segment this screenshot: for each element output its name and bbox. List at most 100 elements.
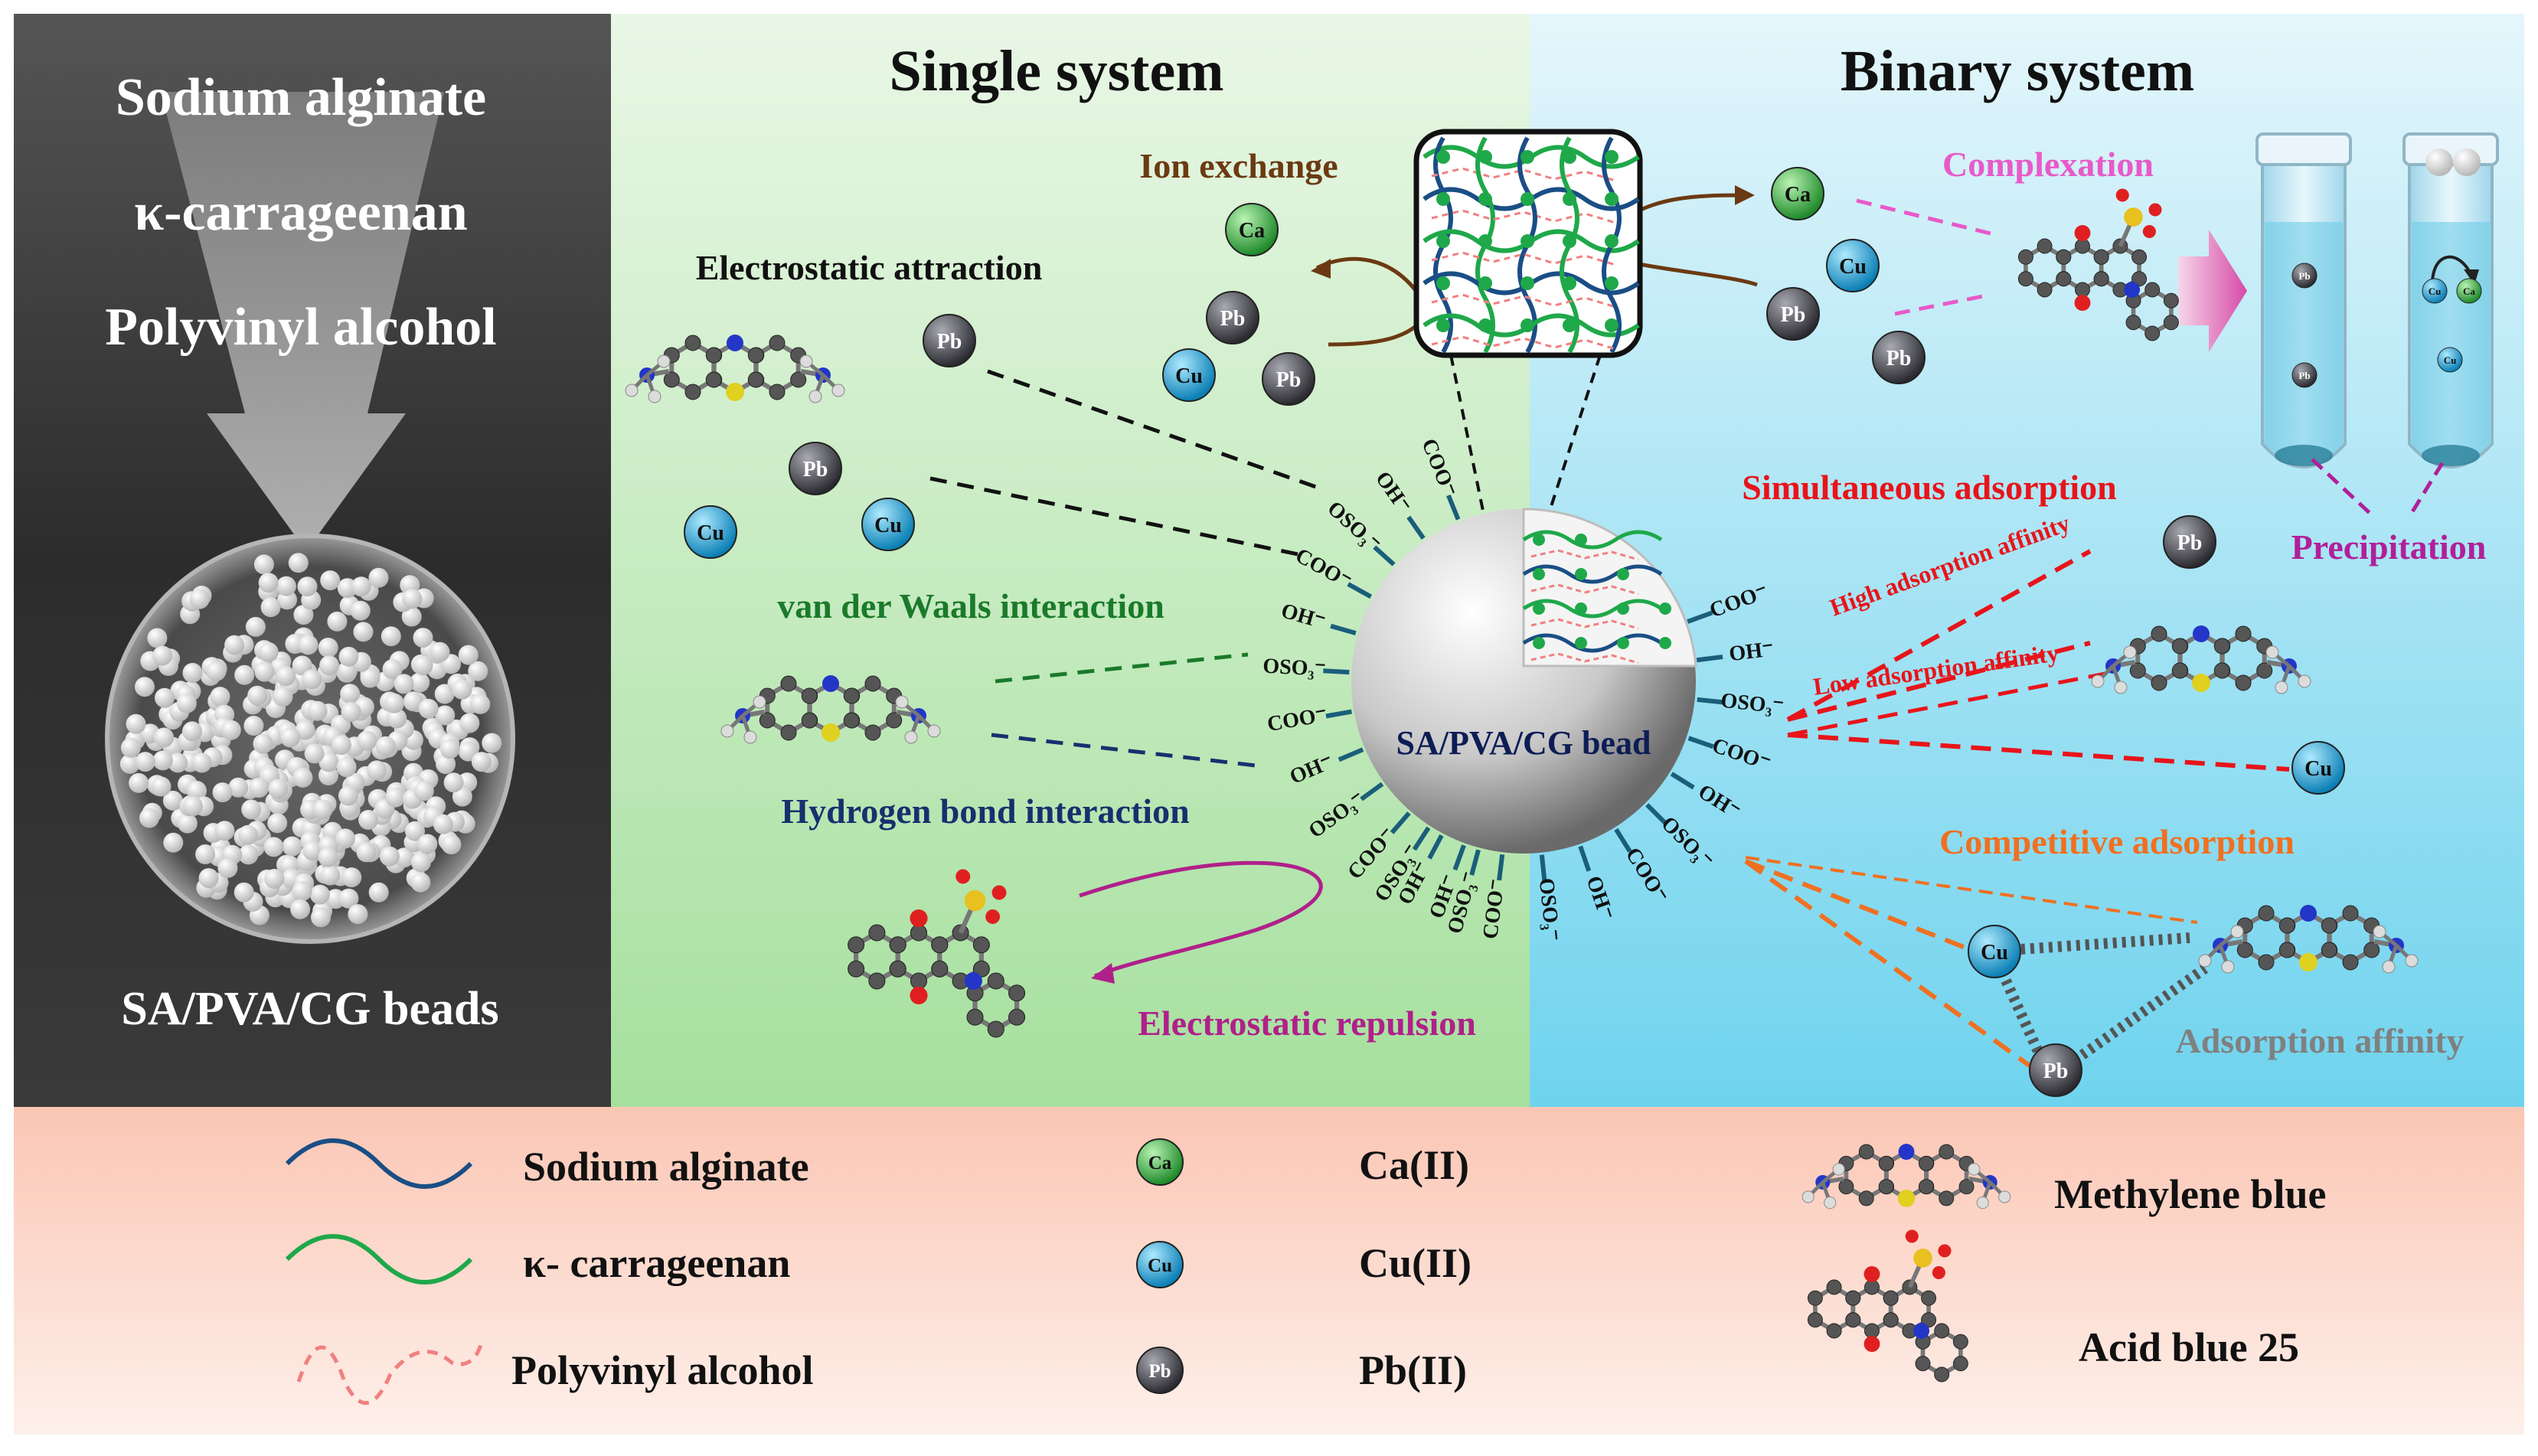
atom	[2258, 954, 2275, 971]
crosslink-node	[1605, 150, 1619, 164]
atom	[780, 675, 797, 692]
complexation-line-pb	[1894, 292, 1991, 316]
functional-group-stick	[1578, 845, 1592, 872]
bead-node	[1575, 568, 1587, 580]
functional-group-stick	[1338, 747, 1364, 762]
pb-ion	[1766, 287, 1820, 341]
dish-bead	[292, 767, 313, 788]
dish-bead	[119, 753, 140, 774]
cu-ion	[1162, 348, 1216, 402]
dish-bead	[430, 641, 450, 662]
bead-label: SA/PVA/CG bead	[1396, 724, 1651, 762]
competitive-line-mb	[1745, 856, 2198, 924]
sulfur-atom	[2192, 674, 2210, 692]
atom	[2151, 625, 2167, 642]
dish-bead	[126, 713, 146, 734]
atom	[2125, 315, 2141, 331]
oxygen-atom	[1863, 1336, 1880, 1353]
dish-bead	[217, 857, 238, 878]
dish-bead	[129, 772, 149, 793]
pb-ion	[1136, 1347, 1184, 1394]
hydrogen-atom	[2265, 645, 2279, 659]
hydrogen-atom	[2198, 954, 2212, 968]
dish-bead	[152, 645, 173, 666]
cu-ion	[2437, 347, 2463, 373]
legend-sodium-alginate: Sodium alginate	[523, 1144, 809, 1190]
low-affinity-line-2	[1787, 671, 2106, 737]
dish-bead	[298, 635, 318, 655]
atom	[1008, 984, 1026, 1002]
ca-ion-symbol: Ca	[2463, 286, 2475, 297]
oxygen-atom	[2142, 224, 2156, 239]
dish-bead	[238, 844, 259, 865]
atom	[966, 1008, 984, 1026]
oxygen-atom	[991, 885, 1007, 900]
dish-bead	[182, 663, 203, 683]
atom	[684, 384, 701, 400]
dish-bead	[443, 772, 464, 793]
dish-bead	[214, 821, 235, 841]
cu-ion	[1136, 1241, 1184, 1288]
single-system-bg	[611, 14, 1530, 1107]
dish-bead	[191, 752, 212, 773]
pb-ion	[789, 442, 842, 495]
atom	[2144, 325, 2161, 341]
functional-group-stick	[1645, 803, 1668, 825]
atom	[2258, 905, 2275, 922]
sulfur-atom	[2124, 207, 2143, 227]
high-affinity-line	[1786, 549, 2092, 722]
functional-group-stick	[1614, 828, 1632, 853]
oxygen-atom	[955, 869, 971, 884]
crosslink-node	[1605, 276, 1619, 290]
atom	[2037, 238, 2053, 254]
hydrogen-atom	[2382, 960, 2396, 974]
pb-ion	[2291, 263, 2318, 289]
beads-caption: SA/PVA/CG beads	[121, 983, 498, 1035]
crosslink-node	[1478, 318, 1492, 332]
dish-bead	[249, 778, 269, 798]
hydrogen-atom	[799, 354, 813, 368]
dish-bead	[350, 600, 371, 621]
oxygen-atom	[2115, 188, 2129, 202]
atom	[2342, 905, 2359, 922]
pva-legend-line	[296, 1339, 485, 1405]
atom	[801, 712, 818, 729]
atom	[801, 687, 818, 704]
dish-bead	[401, 606, 422, 627]
dish-bead	[307, 700, 328, 721]
dish-bead	[293, 605, 314, 625]
functional-group-stick	[1670, 772, 1695, 790]
cu-ion-symbol: Cu	[2429, 286, 2442, 297]
van-der-waals-label: van der Waals interaction	[777, 586, 1164, 625]
sulfur-atom	[2299, 953, 2318, 971]
dish-bead	[351, 576, 371, 597]
atom	[1008, 1008, 1026, 1026]
atom	[910, 972, 928, 990]
atom	[931, 936, 949, 954]
functional-group-stick	[1687, 610, 1713, 624]
dish-bead	[234, 664, 255, 685]
atom	[1934, 1366, 1950, 1383]
cu-ion	[2422, 278, 2448, 304]
legend-pva: Polyvinyl alcohol	[511, 1347, 814, 1393]
dish-bead	[410, 852, 431, 873]
oxygen-atom	[2074, 224, 2091, 241]
dish-bead	[410, 672, 430, 693]
low-affinity-line-1	[1787, 641, 2091, 722]
dish-bead	[234, 882, 254, 903]
cu-ion-symbol: Cu	[1981, 941, 2008, 965]
hydrogen-atom	[904, 730, 918, 744]
atom	[780, 724, 797, 741]
adsorption-affinity-label: Adsorption affinity	[2176, 1021, 2465, 1060]
hydrogen-atom	[2298, 674, 2311, 688]
dish-bead	[367, 760, 387, 781]
dish-bead	[384, 693, 404, 713]
functional-group-stick	[1452, 844, 1466, 871]
atom	[2017, 271, 2033, 287]
oxygen-atom	[1863, 1265, 1880, 1282]
atom	[769, 384, 786, 400]
crosslink-node	[1563, 318, 1576, 332]
sulfur-atom	[964, 890, 986, 912]
atom	[2037, 282, 2053, 298]
